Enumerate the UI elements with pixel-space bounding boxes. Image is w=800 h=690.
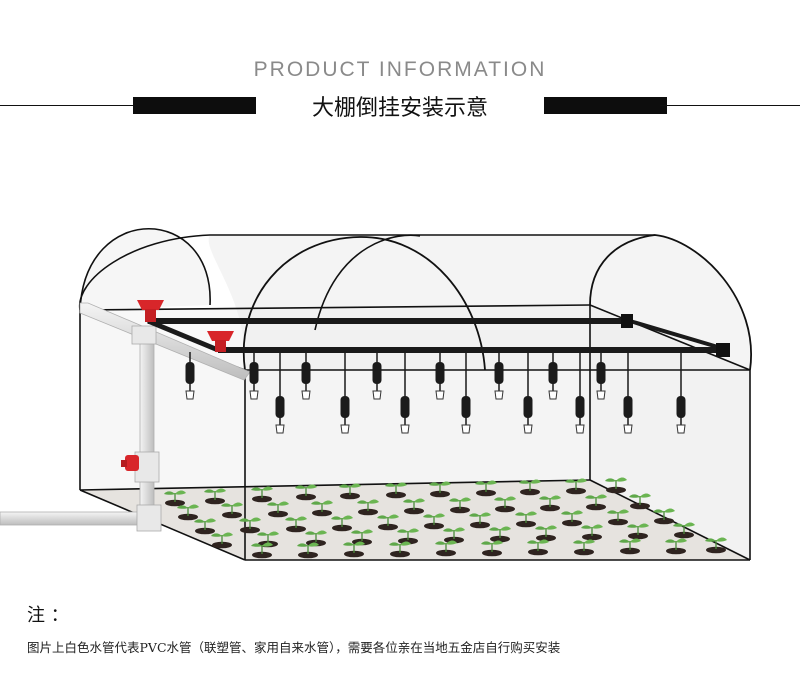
valve-icon <box>121 455 139 471</box>
header-right-rule <box>660 105 800 106</box>
greenhouse-frame <box>79 228 752 561</box>
greenhouse-roof <box>208 235 752 370</box>
header-left-bar <box>133 97 256 114</box>
greenhouse-illustration <box>0 228 752 561</box>
header-left-rule <box>0 105 140 106</box>
header-en-title: PRODUCT INFORMATION <box>253 58 547 81</box>
soil-bed <box>80 480 750 560</box>
drip-mainline <box>147 314 730 357</box>
header-right-bar <box>544 97 667 114</box>
note-text: 图片上白色水管代表PVC水管（联塑管、家用自来水管），需要各位亲在当地五金店自行… <box>27 640 561 655</box>
pvc-supply-pipe <box>0 302 251 532</box>
pressure-valve-icon <box>137 300 234 352</box>
hanging-sprinklers <box>184 351 687 434</box>
header-zh-title: 大棚倒挂安装示意 <box>311 96 488 121</box>
note-title: 注 ： <box>27 605 69 626</box>
